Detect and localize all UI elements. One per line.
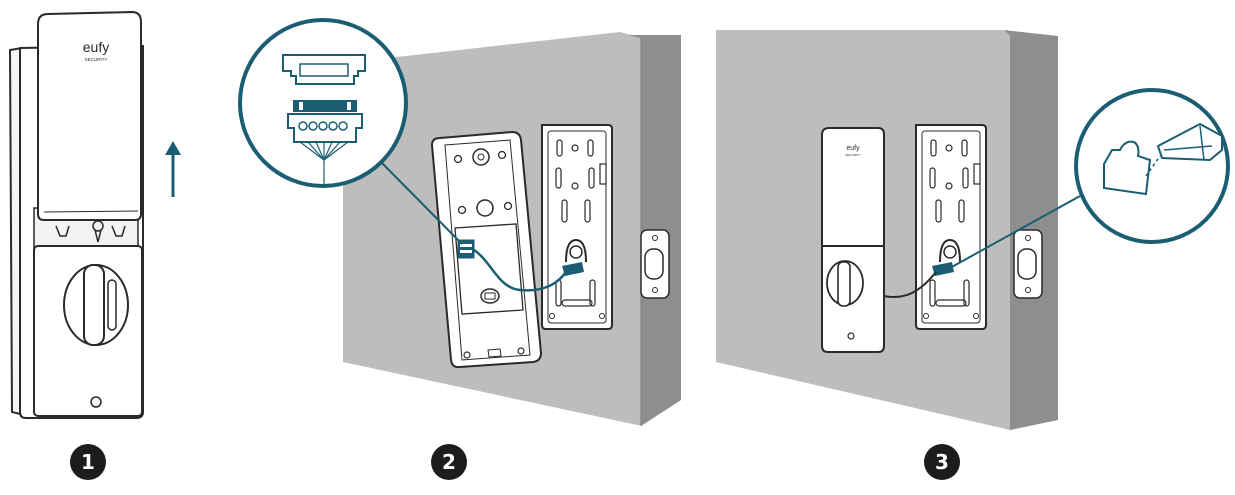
mounting-plate xyxy=(541,124,613,330)
svg-text:1: 1 xyxy=(81,450,95,474)
brand-logo-subtext: SECURITY xyxy=(85,57,108,62)
battery-cover xyxy=(37,10,142,221)
step-3-illustration: eufy SECURITY xyxy=(716,30,1230,430)
connector-detail-callout xyxy=(238,18,408,188)
step-2-illustration xyxy=(238,18,681,426)
step-1-illustration: eufy SECURITY xyxy=(8,10,181,419)
interior-lock xyxy=(821,127,885,251)
screw-hole xyxy=(90,396,102,408)
brand-logo-small-subtext: SECURITY xyxy=(845,153,860,157)
svg-text:2: 2 xyxy=(442,450,456,474)
arrow-up-icon xyxy=(165,141,181,197)
cable xyxy=(473,248,568,292)
step-badge-1: 1 xyxy=(70,444,106,480)
brand-logo-small: eufy xyxy=(846,145,860,152)
brand-logo: eufy xyxy=(83,39,109,55)
screwdriver-detail-callout xyxy=(1074,88,1230,244)
mounting-plate xyxy=(915,124,987,330)
step-badge-2: 2 xyxy=(431,444,467,480)
cable xyxy=(883,271,937,298)
step-badge-3: 3 xyxy=(924,444,960,480)
plug-icon xyxy=(1103,140,1152,196)
screwdriver-icon xyxy=(1145,122,1223,177)
svg-text:3: 3 xyxy=(935,450,949,474)
